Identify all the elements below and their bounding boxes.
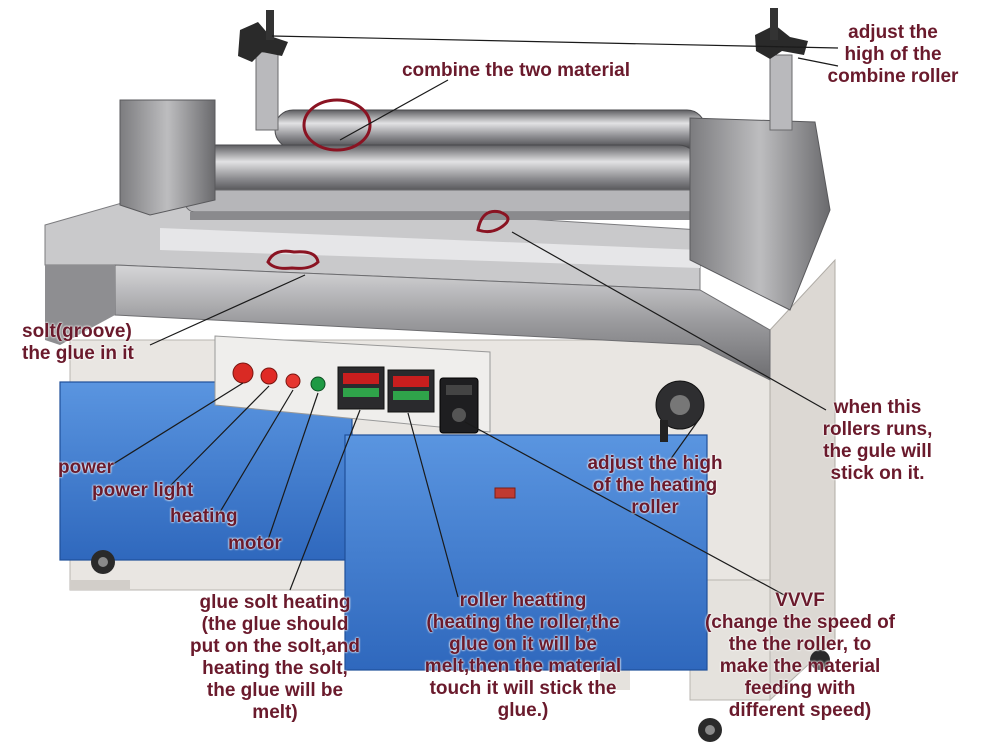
label-adjust-heating-roller: adjust the high of the heating roller bbox=[587, 453, 723, 518]
handwheel bbox=[655, 380, 705, 442]
label-glue-groove-heating: glue solt heating (the glue should put o… bbox=[190, 592, 360, 723]
side-guards bbox=[119, 99, 831, 311]
marker-annotations bbox=[266, 98, 510, 270]
label-combine-material: combine the two material bbox=[401, 60, 631, 81]
label-power-light: power light bbox=[92, 480, 194, 501]
label-adjust-combine-roller: adjust the high of the combine roller bbox=[827, 22, 959, 87]
marker-circle-combine-roller bbox=[302, 98, 372, 152]
adjustment-posts bbox=[238, 8, 808, 131]
cabinet-panels bbox=[59, 381, 708, 671]
marker-circle-heating-roller bbox=[476, 209, 510, 234]
label-roller-heating: roller heatting (heating the roller,the … bbox=[424, 590, 622, 721]
label-motor: motor bbox=[228, 533, 282, 554]
caster-wheels bbox=[91, 550, 830, 742]
callout-lines bbox=[109, 35, 839, 598]
label-rollers-runs: when this rollers runs, the gule will st… bbox=[822, 397, 933, 484]
label-glue-groove: solt(groove) the glue in it bbox=[22, 321, 134, 364]
label-heating: heating bbox=[170, 506, 238, 527]
label-vvvf: VVVF (change the speed of the the roller… bbox=[704, 590, 896, 721]
marker-circle-glue-trough bbox=[266, 249, 320, 270]
label-power: power bbox=[58, 457, 114, 478]
control-panel bbox=[214, 335, 491, 434]
